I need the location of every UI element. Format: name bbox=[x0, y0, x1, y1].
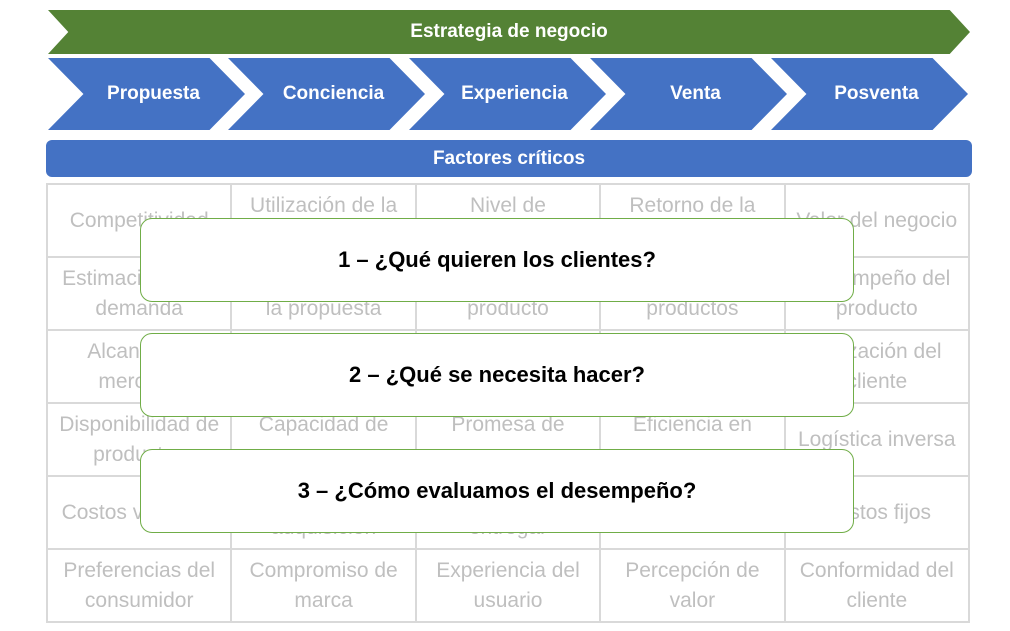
grid-cell: Preferencias del consumidor bbox=[48, 550, 233, 623]
grid-cell: Experiencia del usuario bbox=[416, 550, 602, 623]
stage-venta: Venta bbox=[590, 58, 787, 130]
grid-cell: Conformidad del cliente bbox=[785, 550, 970, 623]
grid-cell: Logística inversa bbox=[785, 404, 970, 477]
question-2-box: 2 – ¿Qué se necesita hacer? bbox=[140, 333, 854, 417]
stage-posventa: Posventa bbox=[771, 58, 968, 130]
grid-cell: Compromiso de marca bbox=[232, 550, 417, 623]
grid-cell: Percepción de valor bbox=[601, 550, 786, 623]
question-3-box: 3 – ¿Cómo evaluamos el desempeño? bbox=[140, 449, 854, 533]
stage-experiencia: Experiencia bbox=[409, 58, 606, 130]
question-1-box: 1 – ¿Qué quieren los clientes? bbox=[140, 218, 854, 302]
stage-conciencia: Conciencia bbox=[228, 58, 425, 130]
business-strategy-banner: Estrategia de negocio bbox=[48, 10, 970, 54]
stage-propuesta: Propuesta bbox=[48, 58, 245, 130]
critical-factors-header: Factores críticos bbox=[46, 140, 972, 177]
